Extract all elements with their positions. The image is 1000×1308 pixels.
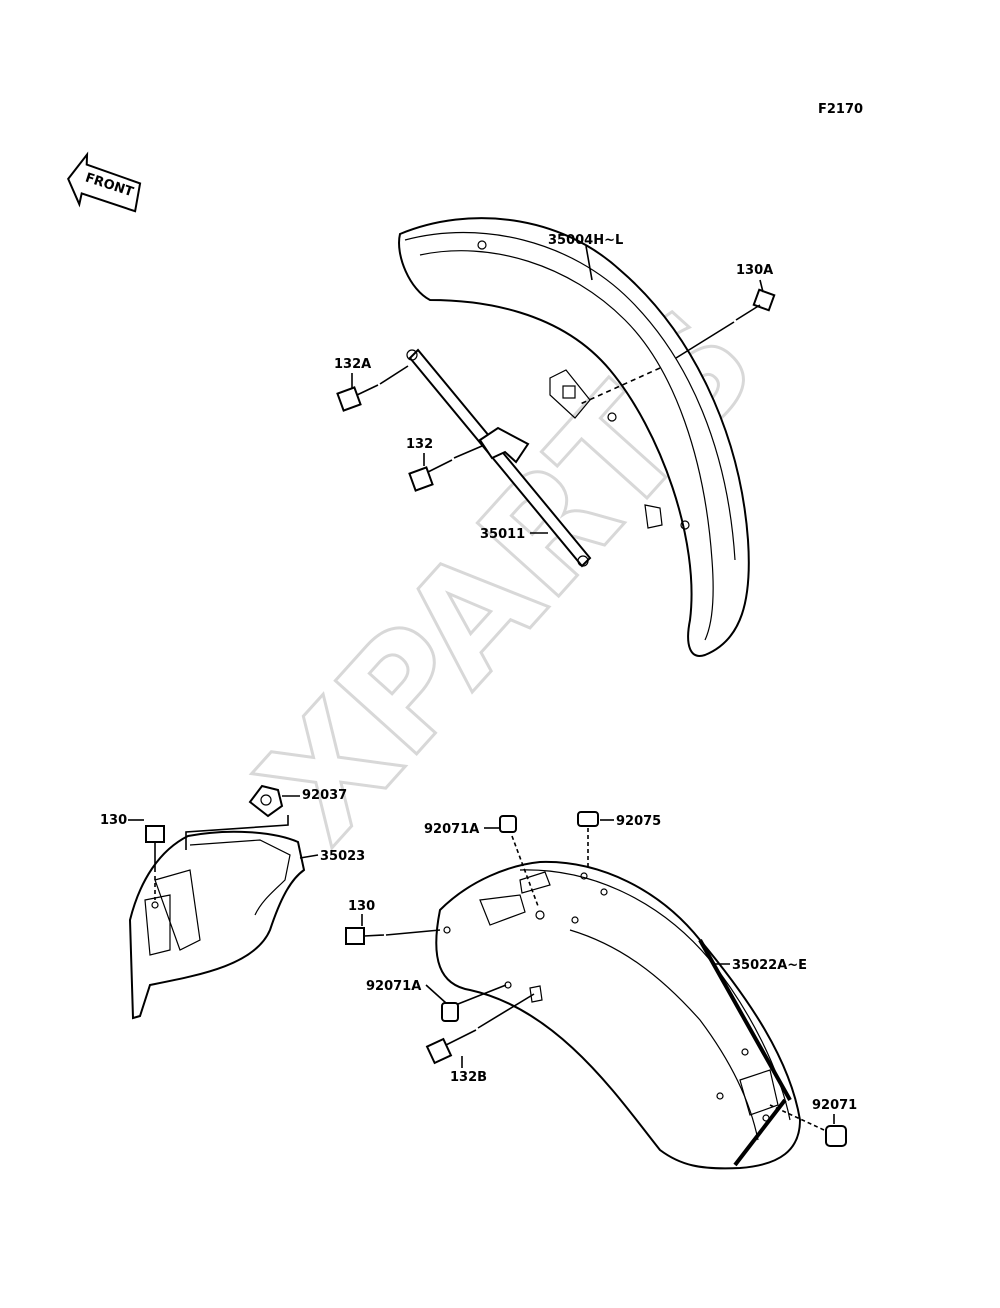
label-grommet-92071A-top: 92071A <box>424 822 479 837</box>
bolt-130-rear-icon <box>345 927 385 945</box>
fender-cover <box>128 830 306 1020</box>
label-bolt-132B: 132B <box>450 1070 487 1085</box>
grommet-92071-icon <box>825 1125 847 1147</box>
label-front-fender: 35004H~L <box>548 233 623 248</box>
label-bolt-130-left: 130 <box>100 813 127 828</box>
label-bolt-130-rear: 130 <box>348 899 375 914</box>
label-grommet-92075: 92075 <box>616 814 661 829</box>
bolt-132B-icon <box>425 1029 477 1065</box>
label-bolt-132A: 132A <box>334 357 371 372</box>
grommet-92071A-bottom-icon <box>441 1002 459 1022</box>
grommet-92071A-top-icon <box>499 815 517 833</box>
label-bolt-130A: 130A <box>736 263 773 278</box>
label-grommet-92071A-bottom: 92071A <box>366 979 421 994</box>
label-bolt-132: 132 <box>406 437 433 452</box>
bolt-130-left-icon <box>145 825 165 872</box>
label-rear-fender: 35022A~E <box>732 958 807 973</box>
clip-92037-icon <box>248 784 284 818</box>
label-stay-35011: 35011 <box>480 527 525 542</box>
bolt-132A-icon <box>336 384 379 412</box>
front-fender <box>398 217 750 657</box>
front-arrow-icon: FRONT <box>67 151 142 213</box>
label-cover-35023: 35023 <box>320 849 365 864</box>
label-grommet-92071: 92071 <box>812 1098 857 1113</box>
rear-fender <box>435 860 802 1170</box>
bolt-132-icon <box>408 459 453 492</box>
bolt-130A-icon <box>735 288 776 321</box>
grommet-92075-icon <box>577 811 599 827</box>
label-clip-92037: 92037 <box>302 788 347 803</box>
figure-code: F2170 <box>818 102 863 117</box>
fender-stay <box>406 348 592 568</box>
